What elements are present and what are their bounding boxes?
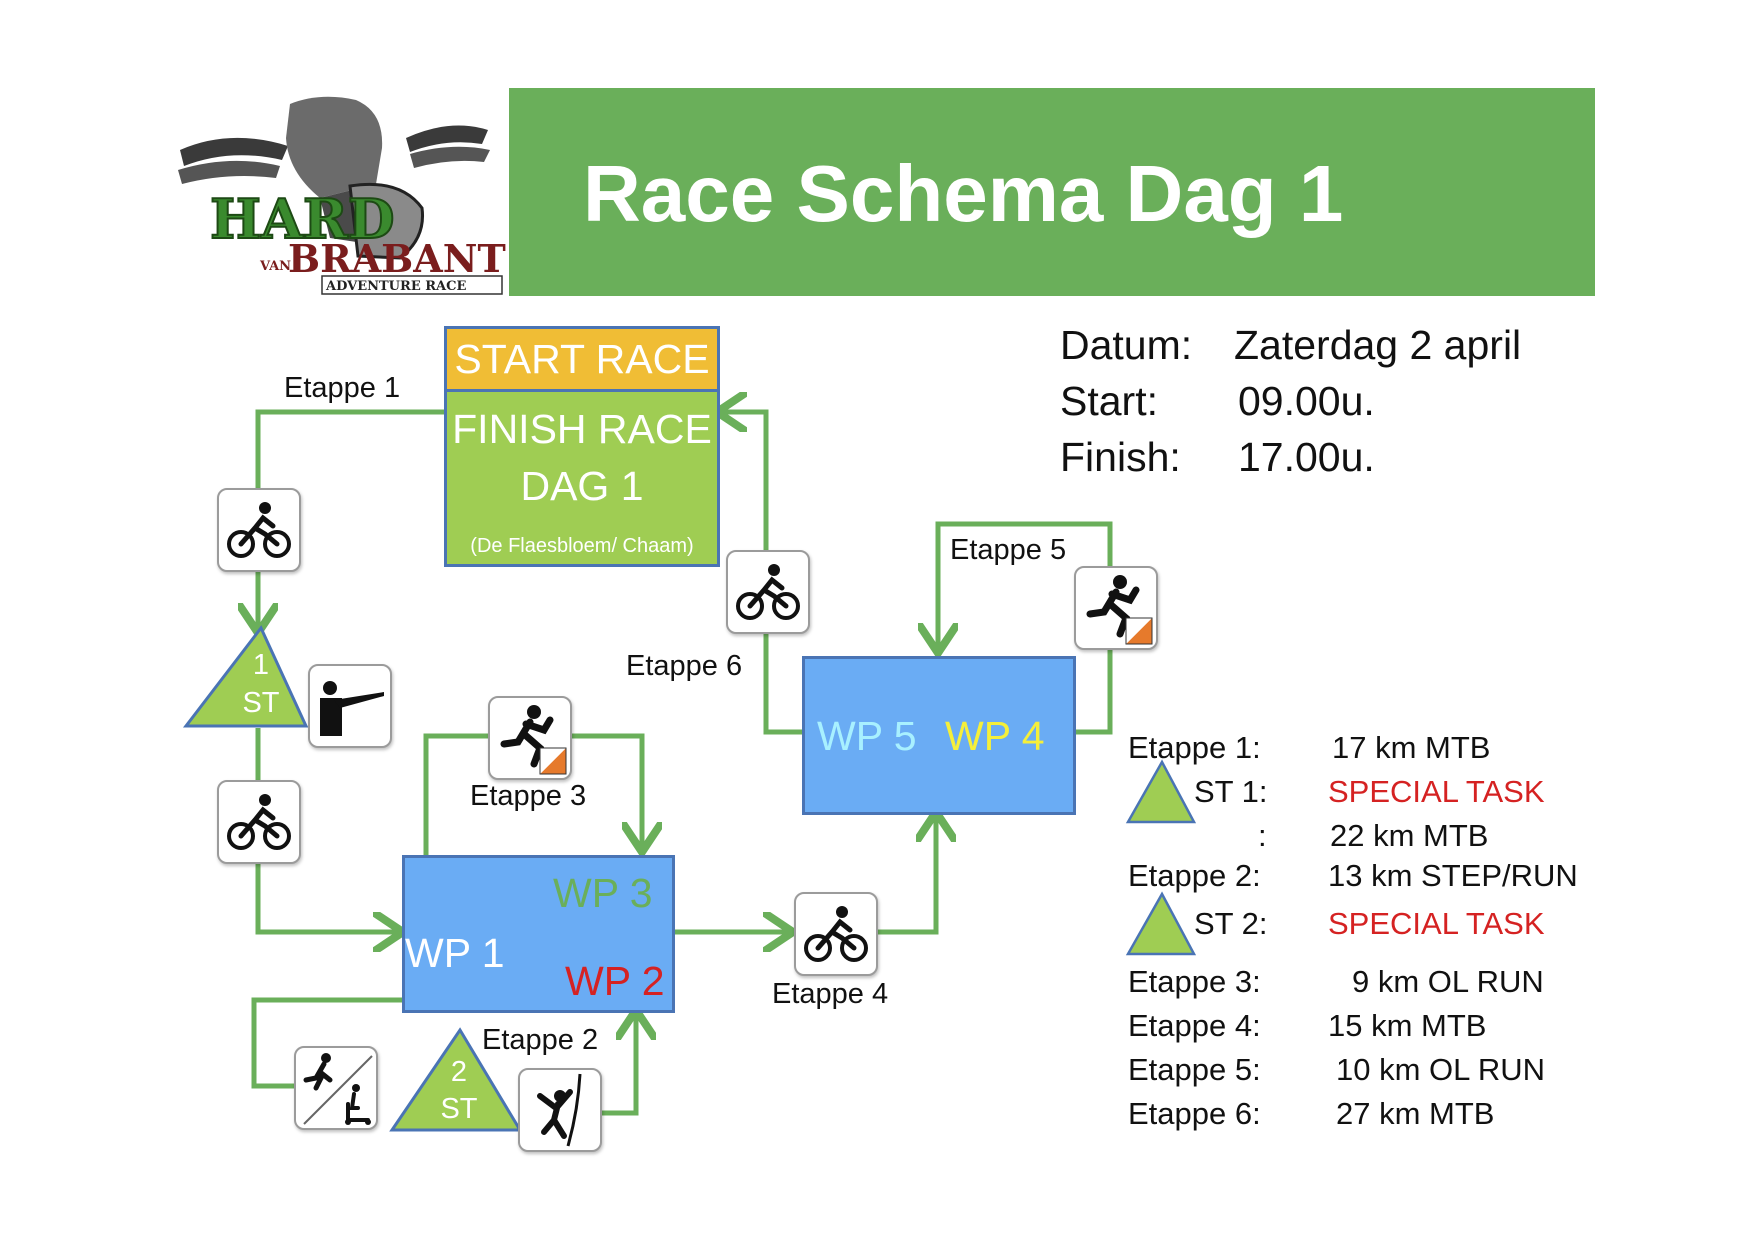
legend-st2-triangle [1125,891,1197,956]
finish-title: FINISH RACE [452,406,712,452]
wp1-box: WP 1 WP 2 WP 3 [402,855,675,1013]
finish-location: (De Flaesbloem/ Chaam) [470,535,694,557]
bike-icon [726,550,810,634]
run-step-icon [294,1046,378,1130]
legend-e4-label: Etappe 4: [1128,1008,1261,1043]
wp5-label: WP 5 [817,713,917,759]
legend-e1-label: Etappe 1: [1128,730,1261,765]
finish-value: 17.00u. [1238,434,1375,480]
st2-number: 2 [450,1056,468,1088]
start-label: Start: [1060,378,1158,424]
svg-text:ADVENTURE RACE: ADVENTURE RACE [325,279,466,294]
finish-race-box: FINISH RACE DAG 1 (De Flaesbloem/ Chaam) [444,389,720,567]
legend-st1-label: ST 1: [1194,774,1268,809]
legend-st1-extra-value: 22 km MTB [1330,818,1489,853]
etappe2-label: Etappe 2 [482,1024,599,1056]
legend-st1-value: SPECIAL TASK [1328,774,1545,809]
legend-e5-value: 10 km OL RUN [1336,1052,1546,1087]
start-value: 09.00u. [1238,378,1375,424]
climbing-icon [518,1068,602,1152]
legend-st2-label: ST 2: [1194,906,1268,941]
wp5-wp4-box: WP 5 WP 4 [802,656,1076,815]
bike-icon [217,488,301,572]
legend-e1-value: 17 km MTB [1332,730,1491,765]
datum-label: Datum: [1060,322,1193,368]
st2-label: ST [440,1093,478,1125]
start-race-box: START RACE [444,326,720,389]
etappe3-label: Etappe 3 [470,780,587,812]
legend-st2-value: SPECIAL TASK [1328,906,1545,941]
finish-day: DAG 1 [520,463,644,509]
legend-e4-value: 15 km MTB [1328,1008,1487,1043]
svg-text:BRABANT: BRABANT [288,236,506,281]
page-title: Race Schema Dag 1 [583,149,1344,238]
datum-value: Zaterdag 2 april [1234,322,1522,368]
hard-van-brabant-logo: HARD VAN BRABANT ADVENTURE RACE [170,88,506,296]
st2-triangle [389,1027,523,1132]
etappe1-label: Etappe 1 [284,372,401,404]
legend-e6-value: 27 km MTB [1336,1096,1495,1131]
wp2-label: WP 2 [565,958,665,1004]
etappe4-label: Etappe 4 [772,978,889,1010]
st1-label: ST [242,687,280,719]
finish-label: Finish: [1060,434,1181,480]
st1-triangle [182,625,309,728]
legend-st1-extra-label: : [1258,818,1267,853]
legend-e6-label: Etappe 6: [1128,1096,1261,1131]
wp1-label: WP 1 [405,930,505,976]
legend-st1-triangle [1125,759,1197,824]
legend-e3-value: 9 km OL RUN [1352,964,1544,999]
legend-e5-label: Etappe 5: [1128,1052,1261,1087]
etappe5-label: Etappe 5 [950,534,1067,566]
shooting-icon [308,664,392,748]
legend-e2-value: 13 km STEP/RUN [1328,858,1578,893]
etappe6-label: Etappe 6 [626,650,743,682]
header-banner [509,88,1595,296]
st1-number: 1 [252,649,270,681]
legend-e2-label: Etappe 2: [1128,858,1261,893]
legend-e3-label: Etappe 3: [1128,964,1261,999]
bike-icon [217,780,301,864]
svg-text:VAN: VAN [259,259,291,274]
bike-icon [794,892,878,976]
wp3-label: WP 3 [553,870,653,916]
orienteering-run-icon [488,696,572,780]
svg-text:HARD: HARD [210,187,395,251]
orienteering-run-icon [1074,566,1158,650]
wp4-label: WP 4 [945,713,1045,759]
